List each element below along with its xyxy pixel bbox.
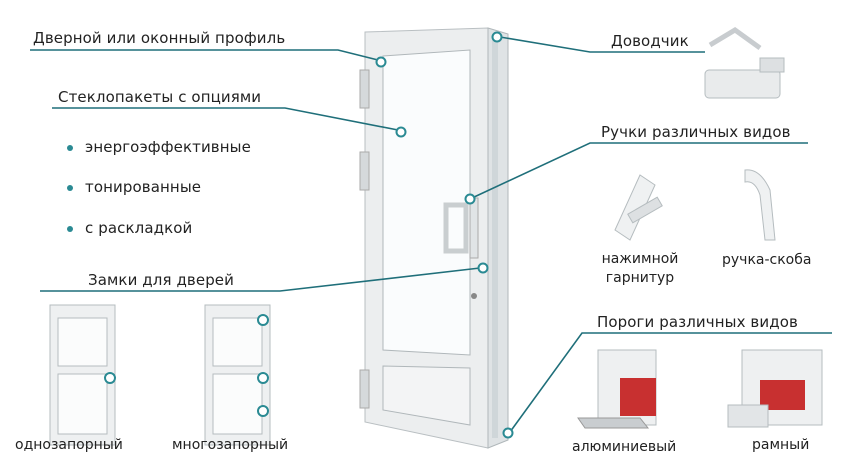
aluminum-threshold-image bbox=[577, 349, 657, 429]
door-thumb-multi bbox=[204, 304, 271, 446]
label-profile: Дверной или оконный профиль bbox=[33, 29, 286, 47]
label-threshold-frame: рамный bbox=[752, 437, 810, 453]
leader-lines bbox=[30, 36, 832, 433]
label-locks: Замки для дверей bbox=[88, 271, 234, 289]
label-handle-bracket: ручка-скоба bbox=[722, 252, 812, 268]
label-lock-multi: многозапорный bbox=[172, 437, 289, 453]
label-threshold-aluminum: алюминиевый bbox=[572, 439, 677, 455]
door-thumb-single bbox=[49, 304, 116, 446]
door-closer-image bbox=[704, 27, 785, 99]
glass-option: с раскладкой bbox=[85, 219, 193, 237]
leader-dots bbox=[104, 31, 514, 439]
label-handles: Ручки различных видов bbox=[601, 123, 791, 141]
bracket-handle-image bbox=[744, 169, 776, 241]
push-handle-image bbox=[614, 174, 663, 241]
glass-option: энергоэффективные bbox=[85, 138, 251, 156]
frame-threshold-image bbox=[727, 349, 823, 428]
label-handle-push: нажимной гарнитур bbox=[601, 251, 679, 286]
bullets bbox=[67, 145, 73, 232]
label-closer: Доводчик bbox=[611, 32, 689, 50]
main-door bbox=[359, 27, 509, 449]
label-glass: Стеклопакеты с опциями bbox=[58, 88, 262, 106]
glass-option: тонированные bbox=[85, 178, 202, 196]
label-lock-single: однозапорный bbox=[15, 437, 123, 453]
label-thresholds: Пороги различных видов bbox=[597, 313, 798, 331]
